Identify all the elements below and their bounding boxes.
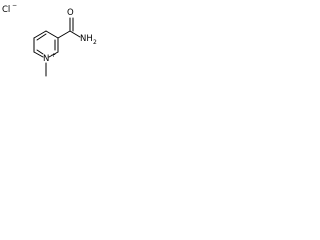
bond-c2-c3 <box>33 30 47 39</box>
amide-nitrogen-subscript: 2 <box>93 39 97 46</box>
amide-oxygen-label: O <box>67 8 74 18</box>
amide-nitrogen-label: NH <box>80 34 93 44</box>
bond-c3-c4 <box>45 30 59 39</box>
bond-c5-n1 <box>48 51 59 58</box>
ring-nitrogen-label: N <box>43 54 49 64</box>
bond-carbonyl-nitrogen <box>69 30 81 38</box>
bond-c3-carbonyl <box>57 30 71 39</box>
ring-nitrogen-charge: + <box>51 52 56 59</box>
bond-c2-c3-double <box>36 33 47 41</box>
structure-diagram: Cl − O NH 2 N + <box>2 2 97 77</box>
bond-n1-c6 <box>33 51 44 58</box>
chloride-label: Cl <box>2 5 10 15</box>
chloride-charge: − <box>12 2 17 9</box>
bond-n1-c6-double <box>36 49 44 55</box>
